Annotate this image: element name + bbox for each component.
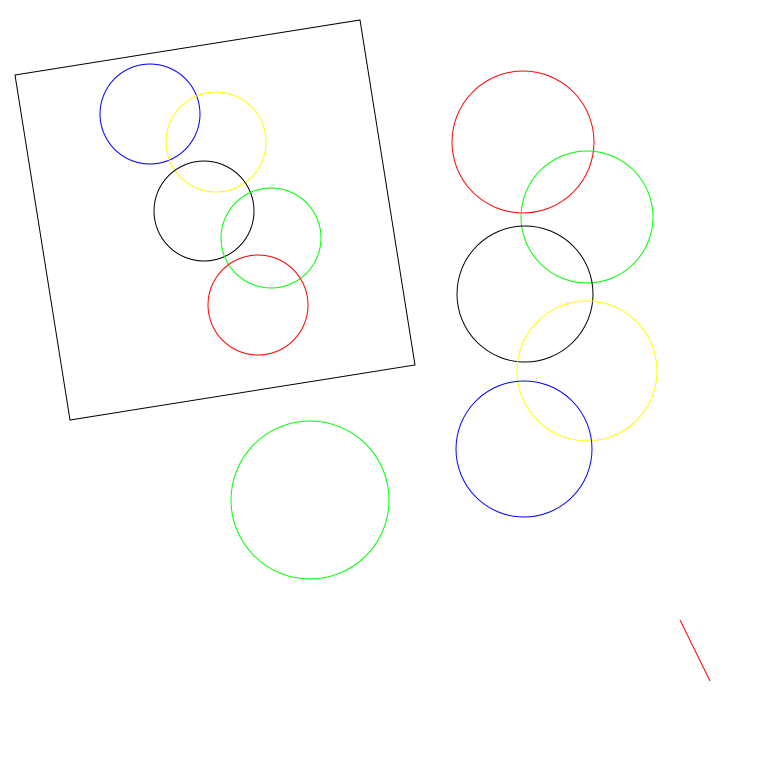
- blue-circle-1: [99, 63, 201, 165]
- yellow-circle-9: [516, 300, 658, 442]
- red-line-segment: [679, 619, 711, 682]
- black-circle-8: [456, 225, 594, 363]
- circles-layer: [99, 63, 658, 580]
- red-circle-6: [451, 70, 595, 214]
- blue-circle-10: [455, 380, 593, 518]
- rotated-square-outline: [14, 19, 416, 421]
- yellow-circle-2: [165, 91, 267, 193]
- green-circle-4: [220, 187, 322, 289]
- red-circle-5: [207, 254, 309, 356]
- green-circle-11: [230, 420, 390, 580]
- green-circle-7: [520, 150, 654, 284]
- black-circle-3: [153, 160, 255, 262]
